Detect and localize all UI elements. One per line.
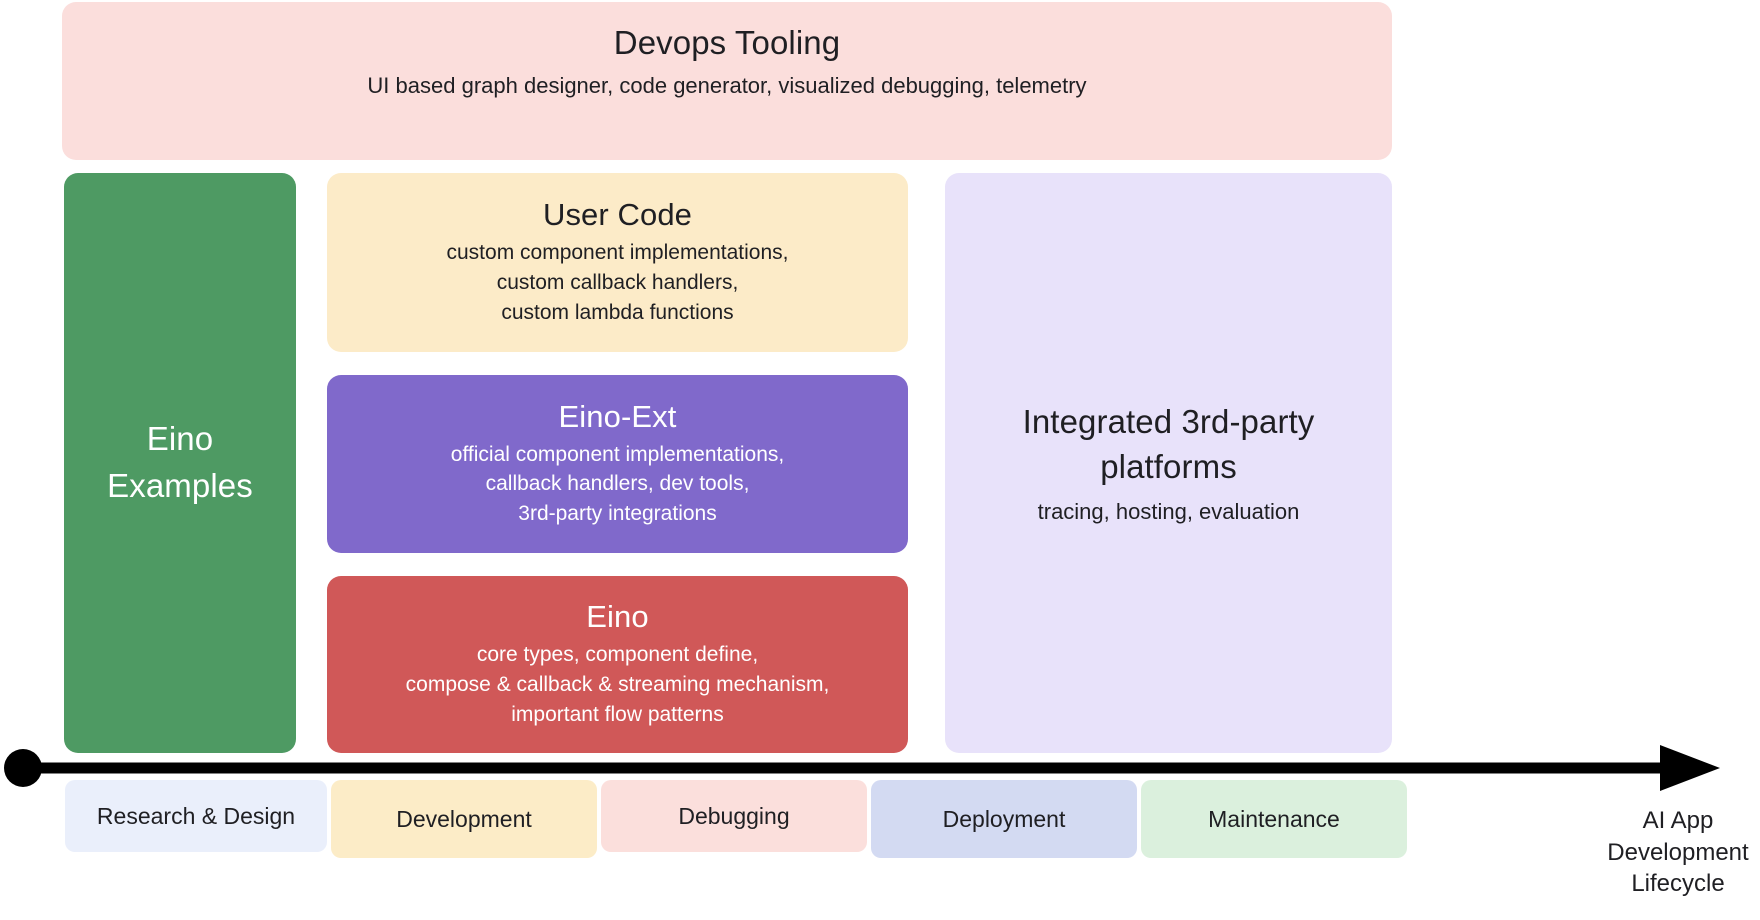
third-party-title-line2: platforms bbox=[1100, 448, 1237, 486]
lifecycle-stage-label: Debugging bbox=[678, 802, 790, 829]
eino-core-sub-line-1: core types, component define, bbox=[476, 643, 759, 667]
lifecycle-stage-development[interactable]: Development bbox=[331, 780, 597, 858]
lifecycle-stage-debugging[interactable]: Debugging bbox=[601, 780, 867, 852]
devops-tooling-box: Devops Tooling UI based graph designer, … bbox=[62, 2, 1392, 160]
eino-ext-sub-line-3: 3rd-party integrations bbox=[518, 502, 717, 526]
eino-examples-box: Eino Examples bbox=[64, 173, 296, 753]
eino-ext-sub-line-2: callback handlers, dev tools, bbox=[485, 472, 750, 496]
user-code-sub-line-1: custom component implementations, bbox=[446, 241, 789, 265]
user-code-title: User Code bbox=[542, 197, 693, 233]
eino-ext-title: Eino-Ext bbox=[558, 398, 677, 434]
eino-core-sub-line-2: compose & callback & streaming mechanism… bbox=[405, 672, 830, 696]
third-party-title-line1: Integrated 3rd-party bbox=[1022, 402, 1315, 440]
user-code-box: User Code custom component implementatio… bbox=[327, 173, 908, 352]
eino-core-title: Eino bbox=[586, 599, 649, 635]
axis-start-dot bbox=[4, 749, 42, 787]
eino-examples-title-line1: Eino bbox=[146, 420, 214, 458]
user-code-sub-line-2: custom callback handlers, bbox=[496, 270, 739, 294]
eino-examples-title-line2: Examples bbox=[107, 467, 253, 504]
lifecycle-stage-maintenance[interactable]: Maintenance bbox=[1141, 780, 1407, 858]
lifecycle-stage-deployment[interactable]: Deployment bbox=[871, 780, 1137, 858]
third-party-platforms-box: Integrated 3rd-party platforms tracing, … bbox=[945, 173, 1392, 753]
lifecycle-stage-label: Deployment bbox=[942, 805, 1066, 832]
user-code-sub-line-3: custom lambda functions bbox=[501, 300, 734, 324]
lifecycle-stage-label: Maintenance bbox=[1208, 805, 1340, 832]
devops-tooling-subtitle: UI based graph designer, code generator,… bbox=[367, 72, 1087, 98]
third-party-subtitle: tracing, hosting, evaluation bbox=[1037, 498, 1300, 524]
lifecycle-stage-research-design[interactable]: Research & Design bbox=[65, 780, 327, 852]
axis-caption-line-3: Lifecycle bbox=[1631, 870, 1725, 898]
eino-core-subtitle: core types, component define, compose & … bbox=[406, 640, 830, 729]
axis-arrowhead-icon bbox=[1660, 745, 1720, 791]
eino-ext-sub-line-1: official component implementations, bbox=[450, 442, 785, 466]
lifecycle-stage-list: Research & Design Development Debugging … bbox=[65, 780, 1407, 858]
axis-caption: AI App Development Lifecycle bbox=[1596, 805, 1760, 900]
eino-ext-box: Eino-Ext official component implementati… bbox=[327, 375, 908, 553]
user-code-subtitle: custom component implementations, custom… bbox=[447, 238, 789, 327]
axis-caption-line-1: AI App bbox=[1642, 807, 1714, 834]
lifecycle-stage-label: Research & Design bbox=[96, 802, 296, 829]
eino-ext-subtitle: official component implementations, call… bbox=[451, 440, 784, 529]
eino-core-box: Eino core types, component define, compo… bbox=[327, 576, 908, 753]
eino-core-sub-line-3: important flow patterns bbox=[511, 702, 724, 726]
lifecycle-stage-label: Development bbox=[396, 805, 532, 832]
axis-caption-line-2: Development bbox=[1607, 838, 1749, 866]
devops-tooling-title: Devops Tooling bbox=[613, 24, 841, 61]
